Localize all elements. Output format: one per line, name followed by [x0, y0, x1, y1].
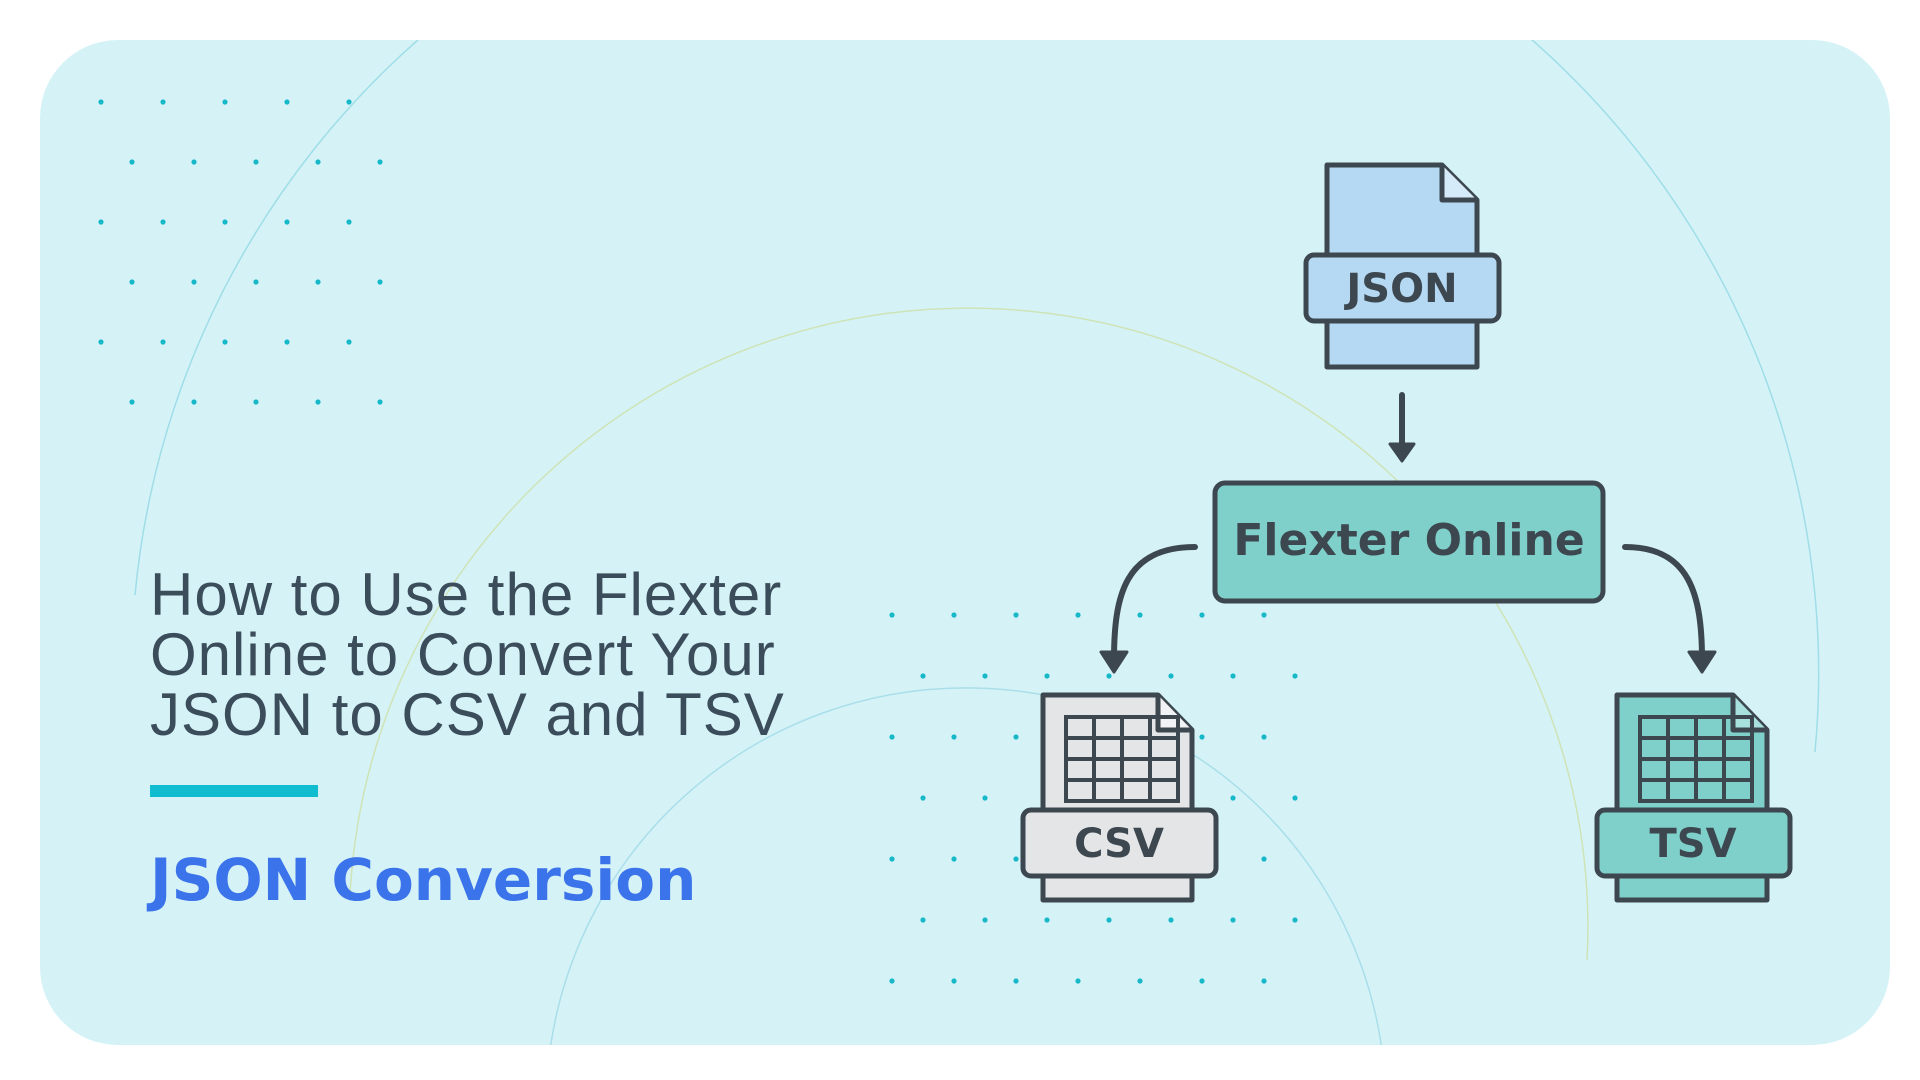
tsv-grid-icon [1638, 715, 1754, 803]
decor-dot [1261, 856, 1267, 862]
decor-dot [982, 673, 988, 679]
decor-dot [191, 279, 197, 285]
decor-dot [222, 99, 228, 105]
decor-dot [129, 159, 135, 165]
decor-dot [160, 219, 166, 225]
decor-dot [98, 339, 104, 345]
decor-dot [377, 159, 383, 165]
csv-file-label: CSV [1074, 821, 1164, 867]
decor-dot [1106, 917, 1112, 923]
tsv-file-label: TSV [1649, 821, 1736, 867]
decor-dot [315, 279, 321, 285]
converter-label: Flexter Online [1233, 515, 1584, 566]
decor-dot [1044, 673, 1050, 679]
decor-dot [1137, 612, 1143, 618]
tsv-file-icon: TSV [1594, 692, 1793, 903]
decor-dot [1168, 917, 1174, 923]
decor-dot [222, 219, 228, 225]
decor-dot [98, 99, 104, 105]
decor-dot [1013, 734, 1019, 740]
arrow-json-to-converter [1388, 392, 1416, 463]
decor-dot [1292, 917, 1298, 923]
middle-arc [349, 307, 1589, 961]
decor-dot [1261, 734, 1267, 740]
decor-dot [1168, 673, 1174, 679]
decor-dot [377, 279, 383, 285]
decor-dot [1292, 673, 1298, 679]
decor-dot [284, 219, 290, 225]
decor-dot [315, 159, 321, 165]
dot-grid-left [98, 99, 383, 405]
arrow-converter-to-csv [1099, 544, 1198, 674]
decor-dot [951, 612, 957, 618]
decor-dot [951, 734, 957, 740]
decor-dot [253, 159, 259, 165]
decor-dot [1137, 978, 1143, 984]
decor-dot [346, 219, 352, 225]
decor-dot [253, 279, 259, 285]
decor-dot [1013, 856, 1019, 862]
decor-dot [1075, 612, 1081, 618]
background-decoration [98, 40, 1820, 1045]
decor-dot [1292, 795, 1298, 801]
decor-dot [951, 856, 957, 862]
decor-dot [1199, 734, 1205, 740]
decor-dot [1106, 673, 1112, 679]
decor-dot [1013, 978, 1019, 984]
decor-dot [1199, 612, 1205, 618]
inner-arc [550, 687, 1382, 1045]
decor-dot [951, 978, 957, 984]
decor-dot [1075, 978, 1081, 984]
decor-dot [920, 673, 926, 679]
page-title: How to Use the Flexter Online to Convert… [150, 561, 785, 748]
decor-dot [284, 339, 290, 345]
decor-dot [1044, 917, 1050, 923]
decor-dot [1199, 978, 1205, 984]
decor-dot [889, 612, 895, 618]
json-file-icon: JSON [1303, 162, 1502, 370]
decor-dot [377, 399, 383, 405]
decor-dot [920, 795, 926, 801]
decor-dot [889, 734, 895, 740]
decor-dot [889, 856, 895, 862]
decor-dot [1230, 795, 1236, 801]
decor-dot [1230, 673, 1236, 679]
csv-grid-icon [1064, 715, 1180, 803]
csv-file-icon: CSV [1020, 692, 1219, 903]
conversion-diagram: JSON Flexter Online [1020, 162, 1793, 903]
outer-arc [134, 40, 1820, 753]
decor-dot [222, 339, 228, 345]
decor-dot [191, 399, 197, 405]
json-file-label: JSON [1343, 266, 1457, 312]
decor-dot [129, 279, 135, 285]
decor-dot [346, 99, 352, 105]
banner-card: How to Use the Flexter Online to Convert… [40, 40, 1890, 1045]
decor-dot [889, 978, 895, 984]
decor-dot [284, 99, 290, 105]
decor-dot [920, 917, 926, 923]
decor-dot [1261, 978, 1267, 984]
decor-dot [346, 339, 352, 345]
arrow-converter-to-tsv [1622, 544, 1717, 674]
decor-dot [253, 399, 259, 405]
decor-dot [982, 917, 988, 923]
decor-dot [982, 795, 988, 801]
decor-dot [191, 159, 197, 165]
decor-dot [98, 219, 104, 225]
decor-dot [160, 339, 166, 345]
title-underline [150, 785, 318, 797]
decor-dot [160, 99, 166, 105]
decor-dot [1261, 612, 1267, 618]
decor-dot [1230, 917, 1236, 923]
decor-dot [315, 399, 321, 405]
converter-box: Flexter Online [1212, 480, 1606, 604]
decor-dot [129, 399, 135, 405]
category-label: JSON Conversion [150, 846, 697, 914]
decor-dot [1013, 612, 1019, 618]
